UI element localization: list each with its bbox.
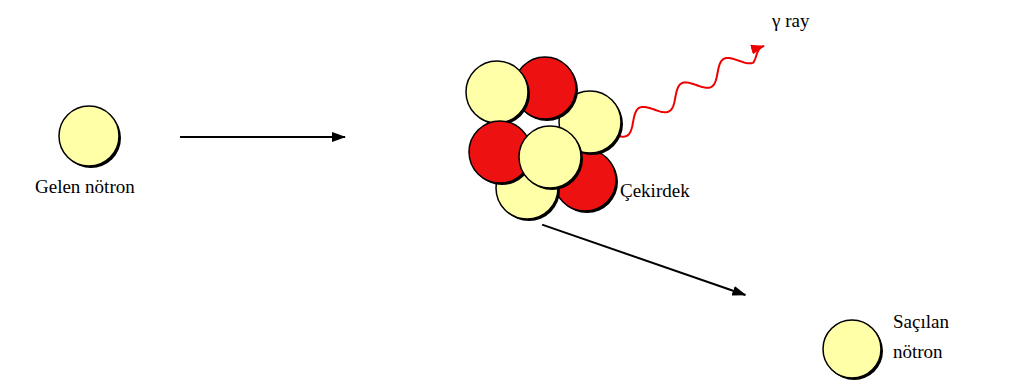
nucleus-cluster: Çekirdek <box>465 56 623 222</box>
particle-ball <box>823 320 881 378</box>
neutron-circle: Gelen nötron <box>57 104 123 170</box>
neutron-circle: Saçılan nötron <box>821 318 885 382</box>
nucleus-cluster-shape <box>465 56 623 222</box>
ray-label: γ ray <box>772 8 809 34</box>
particle-label: Saçılan nötron <box>893 307 971 367</box>
particle-label: Gelen nötron <box>35 174 135 200</box>
particle-ball <box>519 126 581 188</box>
particle-ball <box>466 61 528 123</box>
arrow-connector <box>180 136 345 138</box>
neutron-circle-shape <box>57 104 123 170</box>
gamma-wave <box>612 46 764 137</box>
particle-label: Çekirdek <box>620 178 690 204</box>
neutron-circle-shape <box>821 318 885 382</box>
arrow-connector <box>542 225 745 295</box>
particle-ball <box>59 106 119 166</box>
